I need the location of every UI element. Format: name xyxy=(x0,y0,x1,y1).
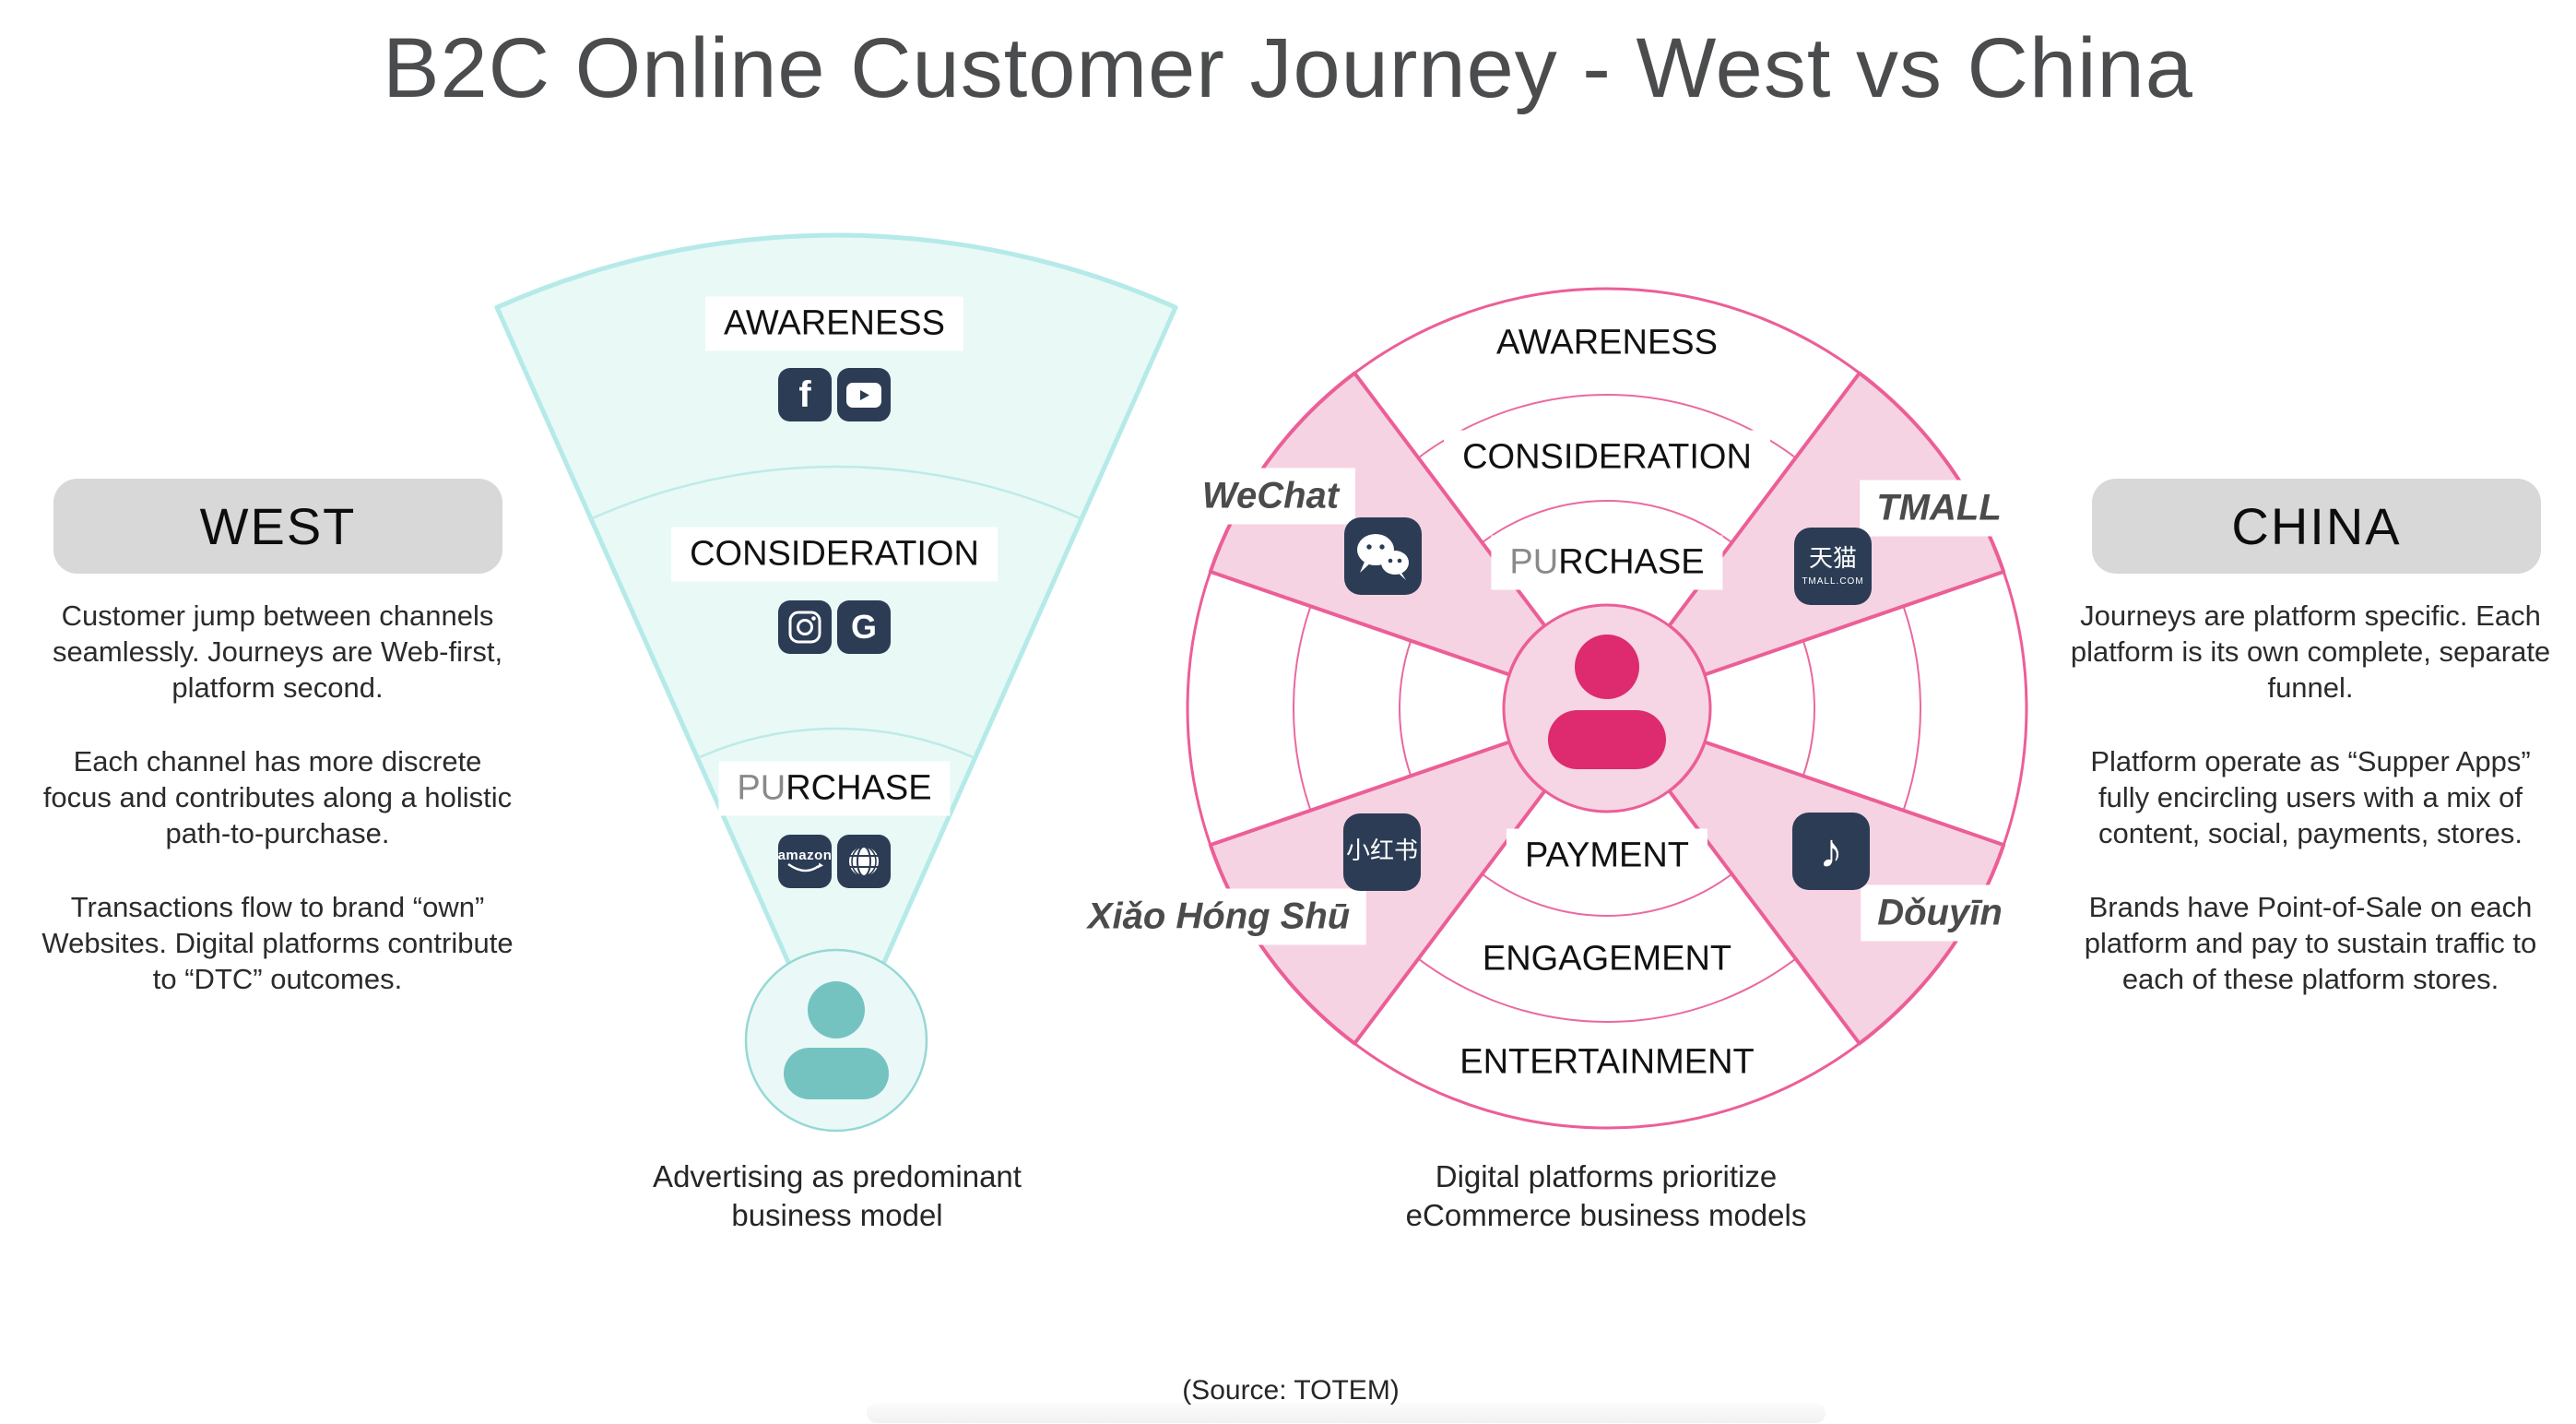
wechat-label: WeChat xyxy=(1185,468,1356,525)
funnel-divider-awareness-consideration xyxy=(590,465,1082,520)
bottom-shadow xyxy=(867,1403,1826,1423)
west-heading: WEST xyxy=(199,497,357,555)
wheel-ring-middle xyxy=(1293,394,1921,1023)
google-icon: G xyxy=(837,600,891,654)
wheel-caption-line2: eCommerce business models xyxy=(1405,1198,1807,1232)
xiaohongshu-cjk-glyph: 小红书 xyxy=(1345,837,1418,866)
instagram-glyph xyxy=(788,611,821,644)
china-heading-box: CHINA xyxy=(2092,479,2541,574)
funnel-stage-awareness: AWARENESS xyxy=(704,296,964,351)
funnel-caption: Advertising as predominant business mode… xyxy=(653,1157,1022,1235)
page-title: B2C Online Customer Journey - West vs Ch… xyxy=(383,21,2193,115)
funnel-sector xyxy=(494,232,1178,1073)
wheel-stage-purchase: PURCHASE xyxy=(1491,535,1723,590)
xiaohongshu-label: Xiǎo Hóng Shū xyxy=(1070,888,1367,945)
west-paragraph-3: Transactions flow to brand “own” Website… xyxy=(41,891,514,996)
funnel-stage-purchase: PURCHASE xyxy=(718,761,951,816)
source-credit: (Source: TOTEM) xyxy=(1182,1375,1400,1406)
website-globe-icon xyxy=(837,835,891,888)
funnel-caption-line1: Advertising as predominant xyxy=(653,1159,1022,1194)
wheel-caption: Digital platforms prioritize eCommerce b… xyxy=(1406,1157,1807,1235)
amazon-smile-glyph xyxy=(787,862,823,872)
wheel-stage-awareness: AWARENESS xyxy=(1477,315,1737,371)
wheel-user-icon xyxy=(1548,635,1666,769)
west-paragraph-1: Customer jump between channels seamlessl… xyxy=(52,599,503,705)
west-heading-box: WEST xyxy=(53,479,502,574)
funnel-caption-line2: business model xyxy=(731,1198,943,1232)
douyin-note-glyph: ♪ xyxy=(1819,825,1843,878)
wheel-caption-line1: Digital platforms prioritize xyxy=(1435,1159,1778,1194)
wheel-hub-circle xyxy=(1502,603,1712,813)
china-description: Journeys are platform specific. Each pla… xyxy=(2062,598,2559,1035)
instagram-icon xyxy=(778,600,832,654)
wheel-purchase-suffix: RCHASE xyxy=(1558,542,1705,582)
facebook-icon: f xyxy=(778,368,832,421)
west-paragraph-2: Each channel has more discrete focus and… xyxy=(42,745,513,850)
wechat-icon xyxy=(1344,517,1422,595)
wheel-stage-payment: PAYMENT xyxy=(1506,828,1708,884)
amazon-wordmark: amazon xyxy=(777,848,833,863)
funnel-divider-consideration-purchase xyxy=(696,727,976,760)
wheel-ring-inner xyxy=(1399,500,1815,917)
globe-glyph xyxy=(849,846,879,877)
funnel-stage-consideration: CONSIDERATION xyxy=(671,527,998,582)
china-paragraph-3: Brands have Point-of-Sale on each platfo… xyxy=(2084,891,2537,996)
tmall-icon: 天猫 TMALL.COM xyxy=(1794,528,1872,605)
tmall-label: TMALL xyxy=(1860,480,2018,537)
youtube-play-glyph xyxy=(846,382,881,408)
funnel-purchase-suffix: RCHASE xyxy=(786,768,932,808)
wheel-stage-engagement: ENGAGEMENT xyxy=(1463,932,1751,987)
funnel-purchase-prefix: PU xyxy=(737,768,786,808)
xiaohongshu-icon: 小红书 xyxy=(1343,813,1421,891)
china-paragraph-2: Platform operate as “Supper Apps” fully … xyxy=(2090,745,2531,850)
facebook-f-glyph: f xyxy=(798,374,811,415)
wheel-stage-consideration: CONSIDERATION xyxy=(1444,430,1770,485)
west-description: Customer jump between channels seamlessl… xyxy=(37,598,518,1035)
wheel-purchase-prefix: PU xyxy=(1509,542,1559,582)
tmall-cjk-glyph: 天猫 xyxy=(1808,544,1857,573)
tmall-com-label: TMALL.COM xyxy=(1802,576,1864,587)
wheel-stage-entertainment: ENTERTAINMENT xyxy=(1441,1035,1773,1090)
youtube-icon xyxy=(837,368,891,421)
douyin-label: Dǒuyīn xyxy=(1861,884,2019,942)
google-g-glyph: G xyxy=(850,608,877,646)
china-paragraph-1: Journeys are platform specific. Each pla… xyxy=(2070,599,2551,705)
wechat-bubbles-glyph xyxy=(1357,534,1409,580)
amazon-icon: amazon xyxy=(778,835,832,888)
douyin-icon: ♪ xyxy=(1792,813,1870,890)
china-heading: CHINA xyxy=(2231,497,2402,555)
funnel-user-icon xyxy=(784,981,889,1099)
funnel-user-circle xyxy=(744,948,928,1133)
